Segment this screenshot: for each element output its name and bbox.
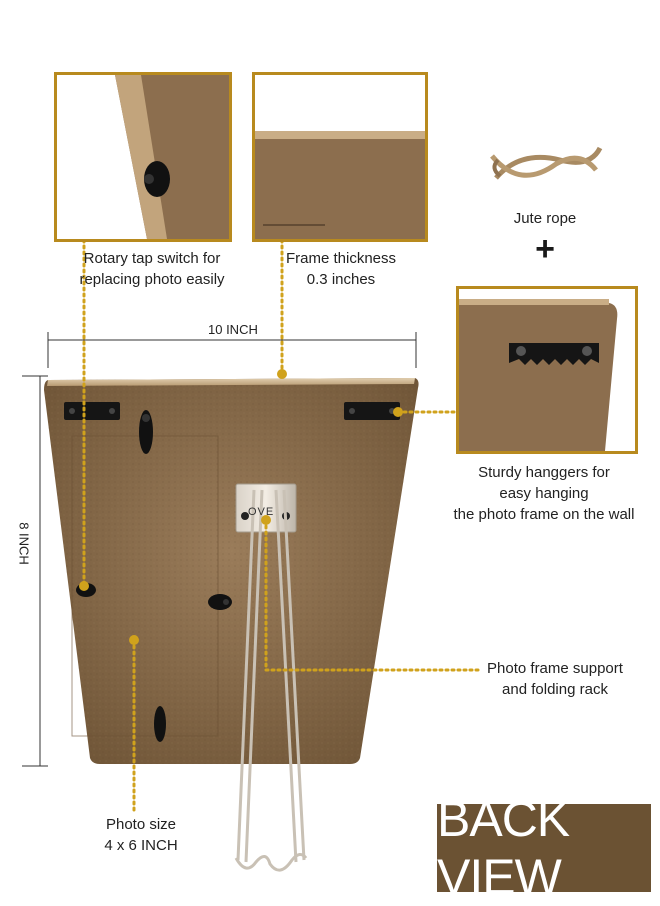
rotary-switch-right (208, 594, 232, 610)
height-dimension-label: 8 INCH (16, 522, 32, 565)
rotary-switch-top (139, 410, 153, 454)
rotary-switch-label: Rotary tap switch for replacing photo ea… (79, 250, 225, 288)
leader-dots (79, 369, 403, 645)
jute-rope-label: Jute rope (513, 210, 577, 227)
height-dimension-line (22, 375, 48, 767)
plus-sign: + (535, 230, 555, 268)
frame-thickness-label: Frame thickness 0.3 inches (285, 250, 397, 288)
left-hanger (64, 402, 120, 420)
hangers-label: Sturdy hanggers for easy hanging the pho… (453, 464, 635, 523)
frame-back-board (44, 378, 419, 764)
support-label: Photo frame support and folding rack (487, 660, 623, 698)
rotary-switch-closeup (54, 72, 232, 242)
frame-thickness-closeup (252, 72, 428, 242)
back-view-badge: BACK VIEW (437, 791, 651, 905)
photo-size-label: Photo size 4 x 6 INCH (104, 816, 178, 854)
stand-brand-text: OVE (248, 506, 275, 518)
folding-stand (234, 483, 308, 872)
leader-lines (82, 238, 480, 814)
hanger-closeup (456, 286, 638, 454)
width-dimension-label: 10 INCH (208, 322, 258, 337)
right-hanger (344, 402, 400, 420)
width-dimension-line (47, 332, 417, 368)
rotary-switch-bottom (154, 706, 166, 742)
